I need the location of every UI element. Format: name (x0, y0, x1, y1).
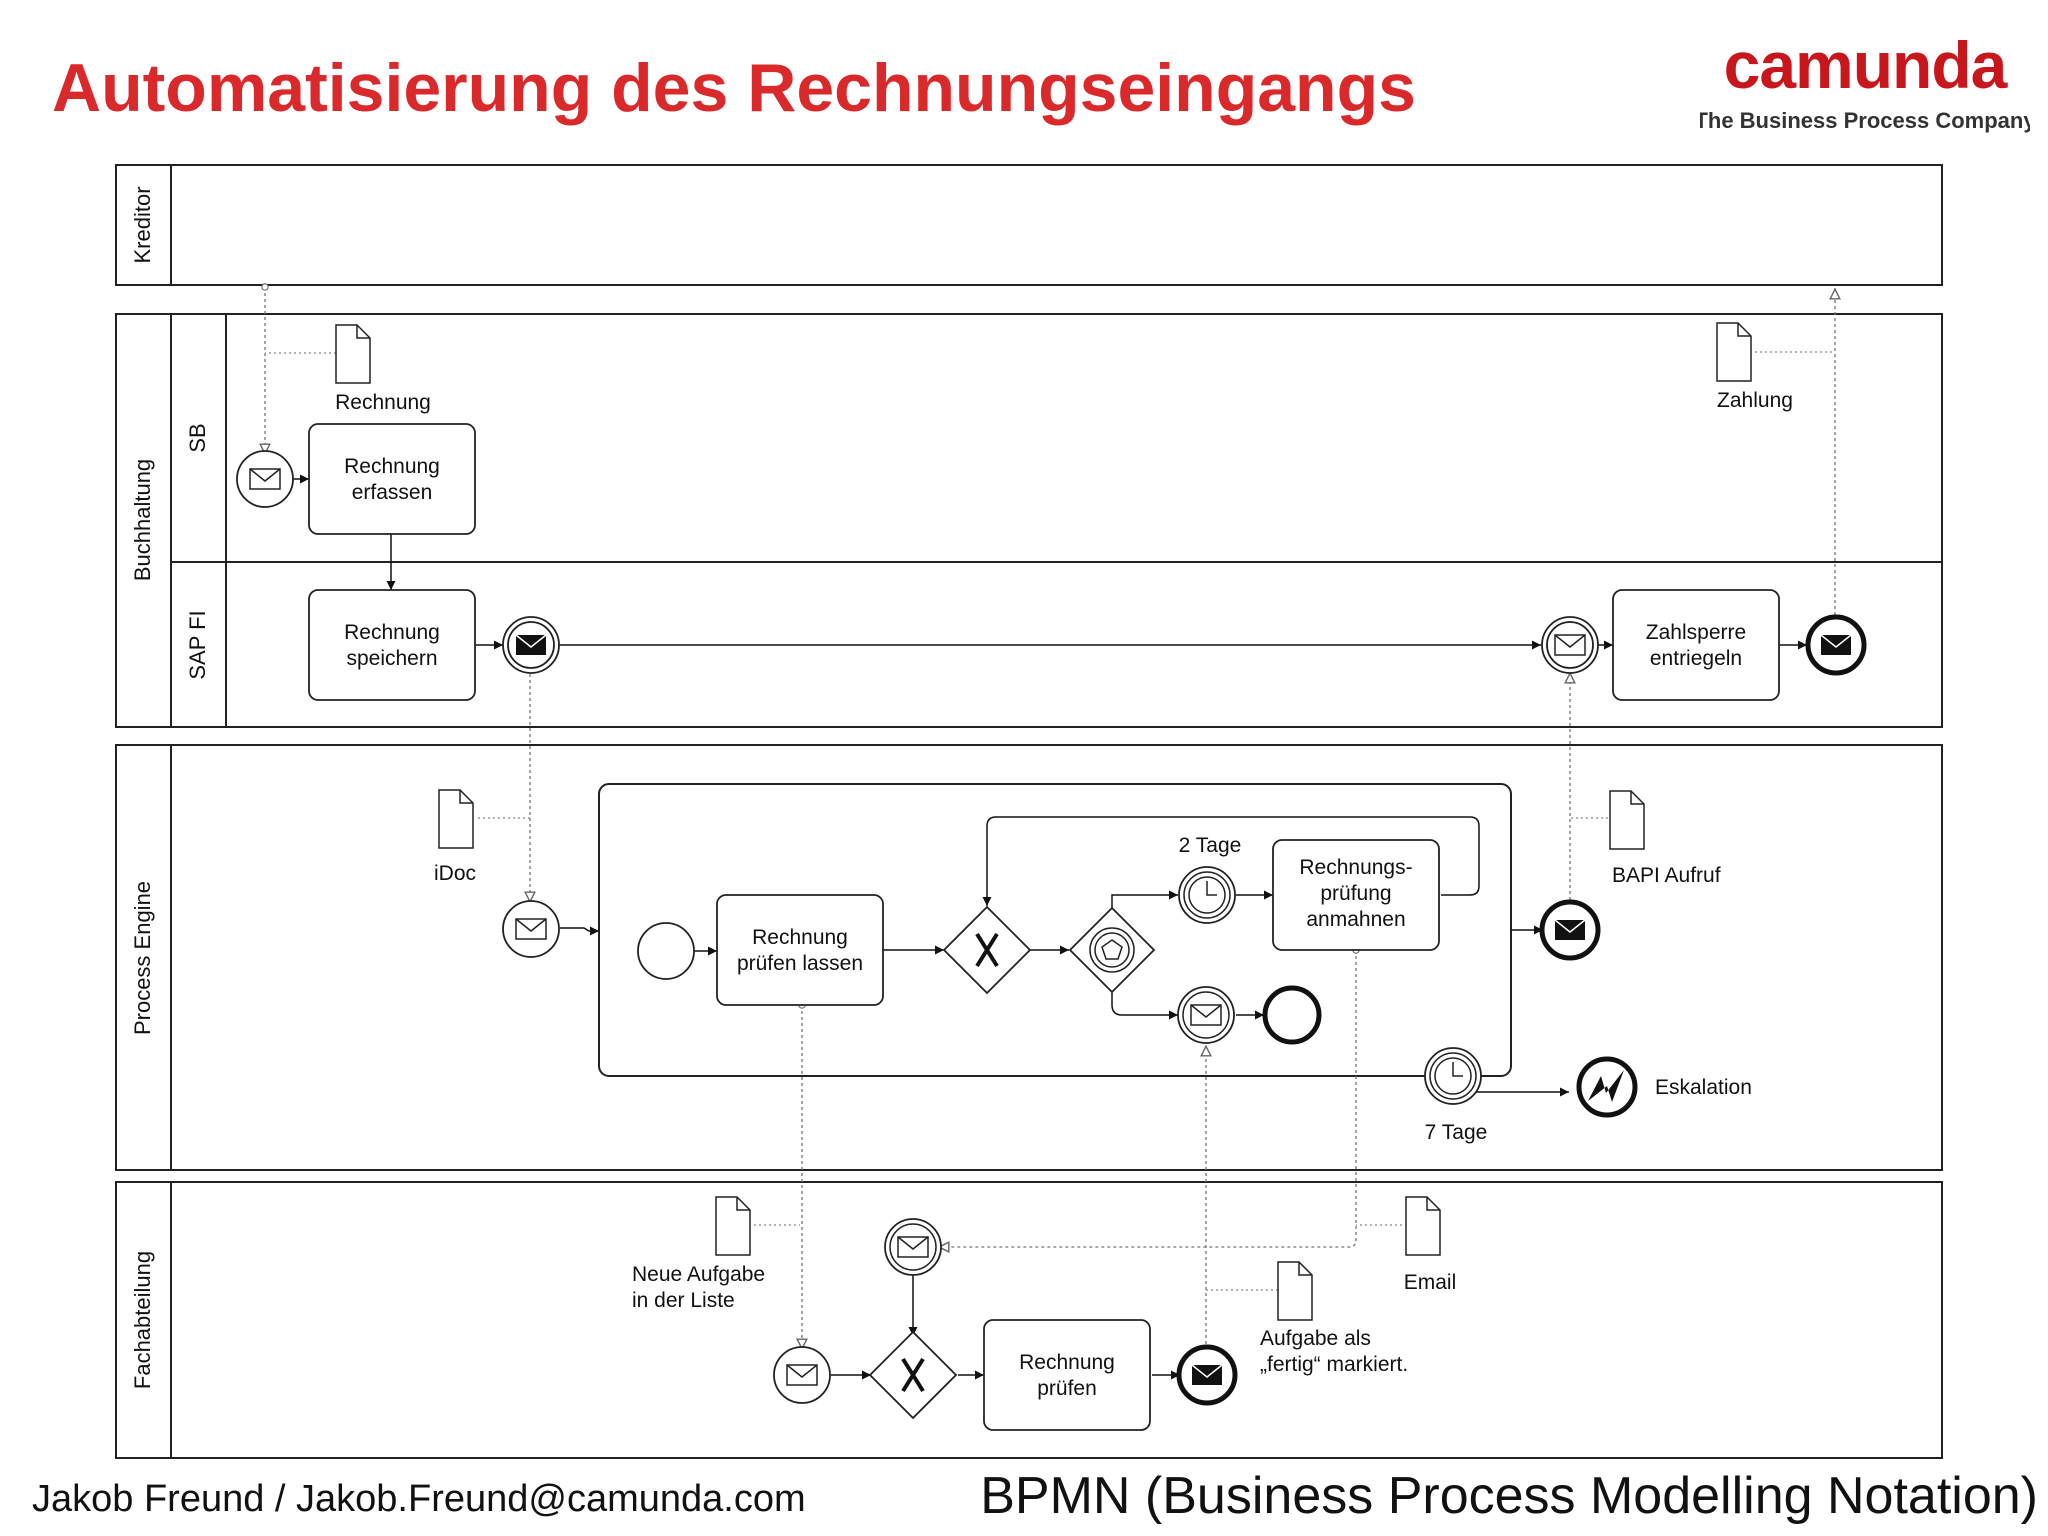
fach-exclusive-gateway-icon[interactable] (868, 1330, 958, 1420)
data-object-idoc: iDoc (434, 789, 476, 885)
lane-label-sb: SB (185, 423, 210, 452)
data-label-aufgabe-fertig-2: „fertig“ markiert. (1260, 1353, 1408, 1376)
svg-text:anmahnen: anmahnen (1306, 908, 1405, 931)
subprocess-message-catch-event-icon[interactable] (1177, 986, 1235, 1044)
fach-message-end-event-icon[interactable] (1176, 1344, 1238, 1406)
bapi-message-throw-event-icon[interactable] (1539, 899, 1601, 961)
data-object-email: Email (1404, 1196, 1457, 1294)
camunda-logo-tagline: The Business Process Company (1700, 108, 2030, 133)
task-rechnungspruefung-anmahnen[interactable]: Rechnungs- prüfung anmahnen (1272, 839, 1440, 951)
svg-text:Rechnung: Rechnung (344, 455, 440, 478)
svg-text:Rechnung: Rechnung (344, 621, 440, 644)
escalation-label: Eskalation (1655, 1076, 1752, 1099)
data-label-aufgabe-fertig-1: Aufgabe als (1260, 1327, 1371, 1350)
task-rechnung-speichern[interactable]: Rechnung speichern (308, 589, 476, 701)
lane-label-sap-fi: SAP FI (185, 610, 210, 679)
engine-message-start-event-icon[interactable] (502, 900, 560, 958)
event-based-gateway-icon[interactable] (1068, 906, 1156, 994)
fach-message-start-event-icon[interactable] (773, 1346, 831, 1404)
svg-text:Rechnungs-: Rechnungs- (1299, 856, 1412, 879)
svg-text:Rechnung: Rechnung (1019, 1351, 1115, 1374)
svg-text:prüfen lassen: prüfen lassen (737, 952, 863, 975)
svg-text:entriegeln: entriegeln (1650, 647, 1742, 670)
svg-text:prüfen: prüfen (1037, 1377, 1097, 1400)
footer-subtitle: BPMN (Business Process Modelling Notatio… (980, 1467, 2038, 1525)
escalation-end-event-icon[interactable] (1576, 1056, 1638, 1118)
pool-process-engine: Process Engine (115, 744, 1943, 1171)
task-rechnung-pruefen[interactable]: Rechnung prüfen (983, 1319, 1151, 1431)
message-end-event-icon[interactable] (1805, 614, 1867, 676)
page-title: Automatisierung des Rechnungseingangs (52, 50, 1416, 126)
data-label-email: Email (1404, 1271, 1457, 1294)
associations (265, 351, 1835, 1291)
subprocess-end-event-icon[interactable] (1262, 985, 1322, 1045)
boundary-timer-event-icon[interactable] (1424, 1047, 1482, 1105)
timer-event-icon[interactable] (1178, 866, 1236, 924)
message-start-event-icon[interactable] (236, 450, 294, 508)
svg-text:prüfung: prüfung (1320, 882, 1391, 905)
message-flows (265, 287, 1835, 1350)
data-object-neue-aufgabe: Neue Aufgabe in der Liste (632, 1196, 765, 1312)
data-label-idoc: iDoc (434, 862, 476, 885)
data-object-bapi-aufruf: BAPI Aufruf (1609, 790, 1721, 887)
subprocess-start-event-icon[interactable] (637, 922, 695, 980)
data-label-rechnung: Rechnung (335, 391, 431, 414)
message-throw-event-icon[interactable] (502, 616, 560, 674)
svg-text:Zahlsperre: Zahlsperre (1646, 621, 1746, 644)
timer-label-7-tage: 7 Tage (1425, 1121, 1488, 1144)
fach-message-catch-event-icon[interactable] (884, 1218, 942, 1276)
data-object-aufgabe-fertig: Aufgabe als „fertig“ markiert. (1260, 1261, 1408, 1376)
data-object-rechnung: Rechnung (335, 324, 431, 414)
task-rechnung-erfassen[interactable]: Rechnung erfassen (308, 423, 476, 535)
task-zahlsperre-entriegeln[interactable]: Zahlsperre entriegeln (1612, 589, 1780, 701)
svg-text:speichern: speichern (346, 647, 437, 670)
svg-text:erfassen: erfassen (352, 481, 433, 504)
message-catch-event-icon[interactable] (1541, 616, 1599, 674)
task-rechnung-pruefen-lassen[interactable]: Rechnung prüfen lassen (716, 894, 884, 1006)
footer-author: Jakob Freund / Jakob.Freund@camunda.com (32, 1478, 806, 1520)
data-label-neue-aufgabe-1: Neue Aufgabe (632, 1263, 765, 1286)
data-object-zahlung: Zahlung (1716, 322, 1793, 412)
pool-label-process-engine: Process Engine (130, 881, 155, 1035)
pool-label-buchhaltung: Buchhaltung (130, 459, 155, 581)
pool-kreditor: Kreditor (115, 164, 1943, 286)
data-label-zahlung: Zahlung (1717, 389, 1793, 412)
svg-text:Rechnung: Rechnung (752, 926, 848, 949)
pool-label-fachabteilung: Fachabteilung (130, 1251, 155, 1389)
pool-label-kreditor: Kreditor (130, 186, 155, 263)
exclusive-gateway-icon[interactable] (942, 905, 1032, 995)
camunda-logo: camunda The Business Process Company (1700, 28, 2030, 133)
data-label-bapi-aufruf: BAPI Aufruf (1612, 864, 1721, 887)
timer-label-2-tage: 2 Tage (1179, 834, 1242, 857)
data-label-neue-aufgabe-2: in der Liste (632, 1289, 735, 1312)
camunda-logo-wordmark: camunda (1724, 28, 2009, 102)
